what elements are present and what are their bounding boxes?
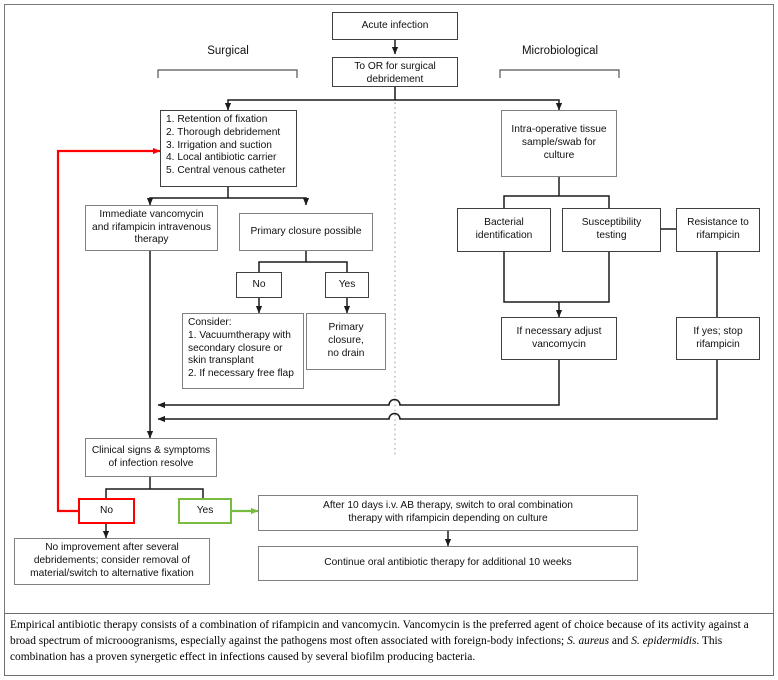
node-primary-closure-possible[interactable]: Primary closure possible [239,213,373,251]
caption-part2: . This combination has a proven synerget… [10,635,723,664]
node-consider[interactable]: Consider: 1. Vacuumtherapy with secondar… [182,313,304,389]
bacterial-id-line2: identification [475,230,533,241]
microbiological-bracket [499,69,620,78]
surgical-step-1: 1. Retention of fixation [166,114,268,125]
resistance-line1: Resistance to [687,217,749,229]
edge-bus-right [395,99,563,111]
edge-bus-left [224,99,395,111]
node-continue-oral[interactable]: Continue oral antibiotic therapy for add… [258,546,638,581]
node-bacterial-identification[interactable]: Bacterial identification [457,208,551,252]
node-resolve-yes[interactable]: Yes [178,498,232,524]
resistance-line2: rifampicin [696,230,740,241]
node-no-improvement[interactable]: No improvement after several debridement… [14,538,210,585]
node-resistance-rifampicin[interactable]: Resistance to rifampicin [676,208,760,252]
node-surgical-steps[interactable]: 1. Retention of fixation 2. Thorough deb… [160,110,297,187]
node-to-or-line1: To OR for surgical [354,61,436,72]
node-after-10-days[interactable]: After 10 days i.v. AB therapy, switch to… [258,495,638,531]
bacterial-id-line1: Bacterial [484,217,524,229]
edge-red-feedback [56,147,161,513]
surgical-step-4: 4. Local antibiotic carrier [166,152,277,164]
adjust-vanco-line2: vancomycin [532,338,586,350]
connector-layer [56,40,718,547]
node-immediate-therapy[interactable]: Immediate vancomycin and rifampicin intr… [85,205,218,251]
flowchart-canvas: Surgical Microbiological Acute infection… [14,12,760,585]
edge-closure-yes [306,261,348,272]
stop-rifampicin-line1: If yes; stop [693,325,743,337]
edge-steps-right [228,197,310,206]
header-microbiological: Microbiological [521,45,599,57]
edge-sample-bact [503,195,559,208]
edge-steps-left [146,197,228,206]
consider-line-4: skin transplant [188,355,254,367]
susceptibility-line1: Susceptibility [581,217,642,229]
node-to-or-line2: debridement [366,73,424,85]
header-surgical: Surgical [207,45,249,57]
adjust-vanco-line1: If necessary adjust [516,325,602,337]
node-to-or[interactable]: To OR for surgical debridement [332,57,458,87]
node-closure-yes[interactable]: Yes [325,272,369,298]
after-10-days-line-1: After 10 days i.v. AB therapy, switch to… [323,500,573,512]
surgical-step-3: 3. Irrigation and suction [166,139,272,151]
caption-part1: Empirical antibiotic therapy consists of… [10,619,749,648]
no-improvement-line-2: debridements; consider removal of [33,555,191,567]
caption-species-1: S. aureus [567,635,610,648]
node-adjust-vancomycin[interactable]: If necessary adjust vancomycin [501,317,617,360]
edge-adjust-feedback [157,360,560,409]
caption-mid: and [609,635,632,648]
surgical-bracket [157,69,298,78]
surgical-step-5: 5. Central venous catheter [166,165,286,176]
consider-line-3: secondary closure or [188,342,283,354]
node-clinical-signs[interactable]: Clinical signs & symptoms of infection r… [85,438,217,477]
edge-clinical-yes [150,488,204,498]
consider-line-2: 1. Vacuumtherapy with [188,329,291,341]
node-closure-no[interactable]: No [236,272,282,298]
stop-rifampicin-line2: rifampicin [696,338,740,350]
edge-closure-no [258,261,306,272]
figure-caption: Empirical antibiotic therapy consists of… [4,613,774,676]
node-primary-closure-no-drain[interactable]: Primary closure, no drain [306,313,386,370]
node-acute-infection[interactable]: Acute infection [332,12,458,40]
closure-no-drain-line2: no drain [327,347,365,359]
node-susceptibility-testing[interactable]: Susceptibility testing [562,208,661,252]
edge-rifampicin-feedback [157,360,718,423]
susceptibility-line2: testing [596,230,627,241]
edge-clinical-no [105,488,150,498]
node-intraop-sample[interactable]: Intra-operative tissue sample/swab for c… [501,110,617,177]
caption-species-2: S. epidermidis [631,635,697,648]
consider-line-5: 2. If necessary free flap [188,368,294,379]
edge-bact-merge [503,252,559,303]
consider-line-1: Consider: [188,317,232,328]
after-10-days-line-2: therapy with rifampicin depending on cul… [348,513,548,524]
no-improvement-line-1: No improvement after several [45,542,179,554]
surgical-step-2: 2. Thorough debridement [166,126,281,138]
no-improvement-line-3: material/switch to alternative fixation [30,567,194,579]
node-stop-rifampicin[interactable]: If yes; stop rifampicin [676,317,760,360]
closure-no-drain-line1: Primary closure, [328,322,364,347]
edge-sample-susc [559,195,610,208]
edge-susc-merge [559,252,610,303]
node-resolve-no[interactable]: No [78,498,135,524]
